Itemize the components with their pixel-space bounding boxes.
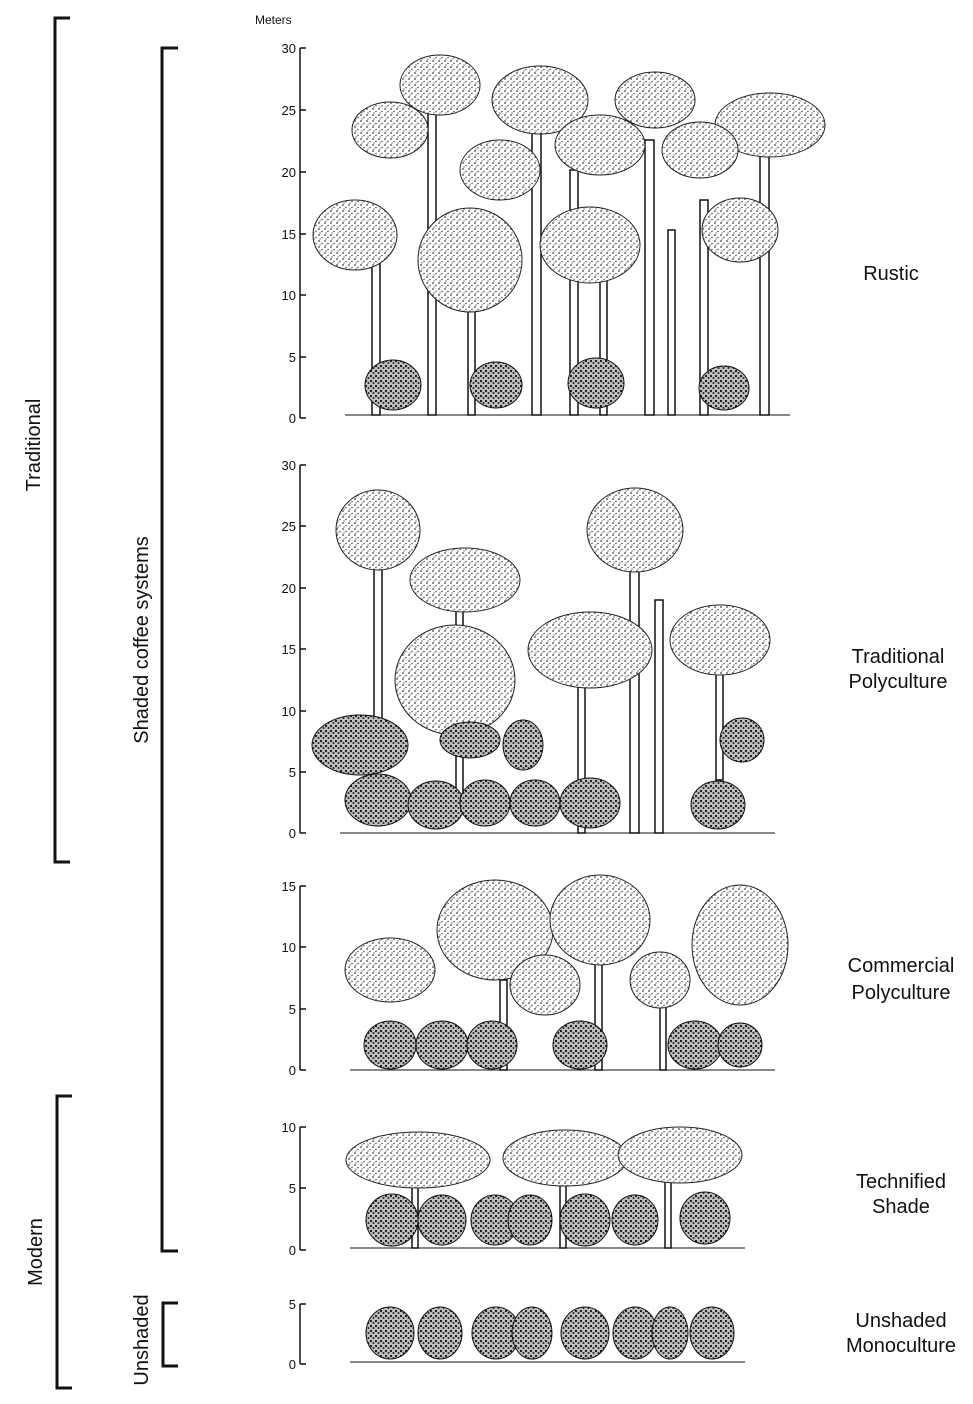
system-label-technified-shade-2: Shade — [872, 1196, 930, 1218]
tick: 25 — [282, 103, 296, 118]
label-unshaded: Unshaded — [131, 1294, 153, 1385]
tick: 15 — [282, 879, 296, 894]
tick: 0 — [289, 1357, 296, 1372]
tick: 5 — [289, 1181, 296, 1196]
bracket-shaded — [162, 48, 178, 1251]
illustration-rustic — [313, 55, 825, 415]
illustration-unshaded-monoculture — [350, 1307, 745, 1362]
axis-rustic — [300, 48, 306, 418]
tick: 10 — [282, 1120, 296, 1135]
system-label-technified-shade-1: Technified — [856, 1171, 946, 1193]
units-label: Meters — [255, 13, 292, 27]
tick: 0 — [289, 826, 296, 841]
label-modern: Modern — [25, 1218, 47, 1286]
tick: 10 — [282, 940, 296, 955]
system-label-unshaded-monoculture-2: Monoculture — [846, 1335, 956, 1357]
tick: 20 — [282, 581, 296, 596]
tick: 15 — [282, 227, 296, 242]
tick: 5 — [289, 1002, 296, 1017]
system-label-unshaded-monoculture-1: Unshaded — [855, 1310, 946, 1332]
tick: 5 — [289, 1297, 296, 1312]
system-label-traditional-polyculture-1: Traditional — [852, 646, 945, 668]
system-label-commercial-polyculture-2: Polyculture — [852, 982, 951, 1004]
axis-technified-shade — [300, 1127, 306, 1250]
system-label-commercial-polyculture-1: Commercial — [848, 955, 955, 977]
label-traditional: Traditional — [23, 399, 45, 492]
tick: 10 — [282, 704, 296, 719]
tick: 0 — [289, 1063, 296, 1078]
tick: 5 — [289, 765, 296, 780]
axis-unshaded-monoculture — [300, 1304, 306, 1364]
illustration-commercial-polyculture — [345, 875, 788, 1070]
tick: 30 — [282, 458, 296, 473]
tick: 10 — [282, 288, 296, 303]
tick: 0 — [289, 411, 296, 426]
bracket-unshaded — [163, 1303, 178, 1366]
illustration-traditional-polyculture — [312, 488, 775, 833]
tick: 25 — [282, 519, 296, 534]
tick: 30 — [282, 41, 296, 56]
tick: 5 — [289, 350, 296, 365]
illustration-technified-shade — [346, 1127, 745, 1248]
system-label-rustic: Rustic — [863, 263, 919, 285]
bracket-traditional — [55, 18, 70, 862]
axis-commercial-polyculture — [300, 886, 306, 1070]
tick: 15 — [282, 642, 296, 657]
system-label-traditional-polyculture-2: Polyculture — [849, 671, 948, 693]
bracket-modern — [57, 1096, 72, 1388]
tick: 0 — [289, 1243, 296, 1258]
axis-traditional-polyculture — [300, 465, 306, 833]
tick: 20 — [282, 165, 296, 180]
label-shaded: Shaded coffee systems — [131, 536, 153, 744]
